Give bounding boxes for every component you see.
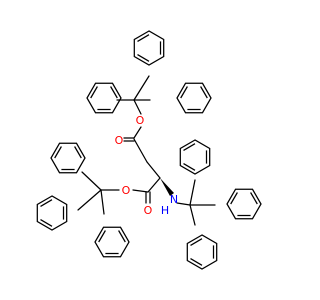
phenyl-ring-left-middle xyxy=(36,195,68,231)
atom-o-ester-bottom: O xyxy=(122,184,131,197)
phenyl-ring-top-left-double-bond xyxy=(90,86,98,99)
bond-chain-1 xyxy=(133,138,148,163)
phenyl-ring-right-top-double-bond xyxy=(183,143,196,151)
bond-quaternary-c-top-to-ester-o xyxy=(133,99,142,115)
phenyl-ring-right xyxy=(226,188,262,220)
phenyl-ring-top xyxy=(133,30,165,66)
atom-n-amine: N xyxy=(170,193,178,206)
phenyl-ring-top-right xyxy=(176,82,212,114)
bond-amine-to-quaternary-c xyxy=(176,202,191,206)
bond-ester-o-to-carbonyl-c xyxy=(133,126,142,139)
phenyl-ring-left-middle-double-bond xyxy=(40,199,53,207)
phenyl-ring-right-double-bond xyxy=(250,192,258,205)
phenyl-ring-right-bottom xyxy=(186,234,218,270)
phenyl-ring-left-middle-double-bond xyxy=(40,219,53,227)
phenyl-ring-right-top-double-bond xyxy=(183,163,196,171)
atom-o-carbonyl-top: O xyxy=(115,134,124,147)
ring-layer xyxy=(36,30,262,270)
backbone xyxy=(100,99,191,206)
atom-h-amine: H xyxy=(161,204,169,217)
phenyl-ring-left-bottom xyxy=(94,226,130,258)
bond-qc-right-to-ring-bottom xyxy=(189,204,196,226)
phenyl-ring-left-top-double-bond xyxy=(54,146,62,159)
phenyl-ring-right-top xyxy=(179,139,211,175)
wedge-bond xyxy=(160,178,174,196)
bond-chain-2 xyxy=(146,161,161,179)
bond-qc-left-to-ring-top xyxy=(81,171,102,191)
phenyl-ring-right-double-bond xyxy=(230,192,238,205)
bond-qc-left-to-ring-bottom xyxy=(100,189,105,215)
bond-alpha-c-to-carbonyl-c xyxy=(147,177,161,193)
phenyl-ring-left-bottom-double-bond xyxy=(118,230,126,243)
phenyl-ring-top-double-bond xyxy=(137,54,150,62)
atom-o-ester-top: O xyxy=(136,114,145,127)
phenyl-ring-right-bottom-double-bond xyxy=(190,238,203,246)
phenyl-ring-top-left xyxy=(86,82,122,114)
bond-lower-carbonyl-c-to-ester-o xyxy=(132,189,149,193)
bond-qc-right-to-ring-top xyxy=(189,179,196,206)
phenyl-ring-top-right-double-bond xyxy=(180,86,188,99)
atom-o-carbonyl-bottom: O xyxy=(144,204,153,217)
structure-diagram: O O O O N H xyxy=(36,30,262,270)
phenyl-ring-left-top-double-bond xyxy=(74,146,82,159)
bond-qc-left-to-ring-left xyxy=(77,189,102,211)
quaternary-carbon-bonds xyxy=(77,75,216,226)
phenyl-ring-top-right-double-bond xyxy=(200,86,208,99)
phenyl-ring-left-top xyxy=(50,142,86,174)
phenyl-ring-top-left-double-bond xyxy=(110,86,118,99)
phenyl-ring-right-bottom-double-bond xyxy=(190,258,203,266)
phenyl-ring-top-double-bond xyxy=(137,34,150,42)
bond-qc-top-to-ring-top xyxy=(133,75,150,101)
phenyl-ring-left-bottom-double-bond xyxy=(98,230,106,243)
